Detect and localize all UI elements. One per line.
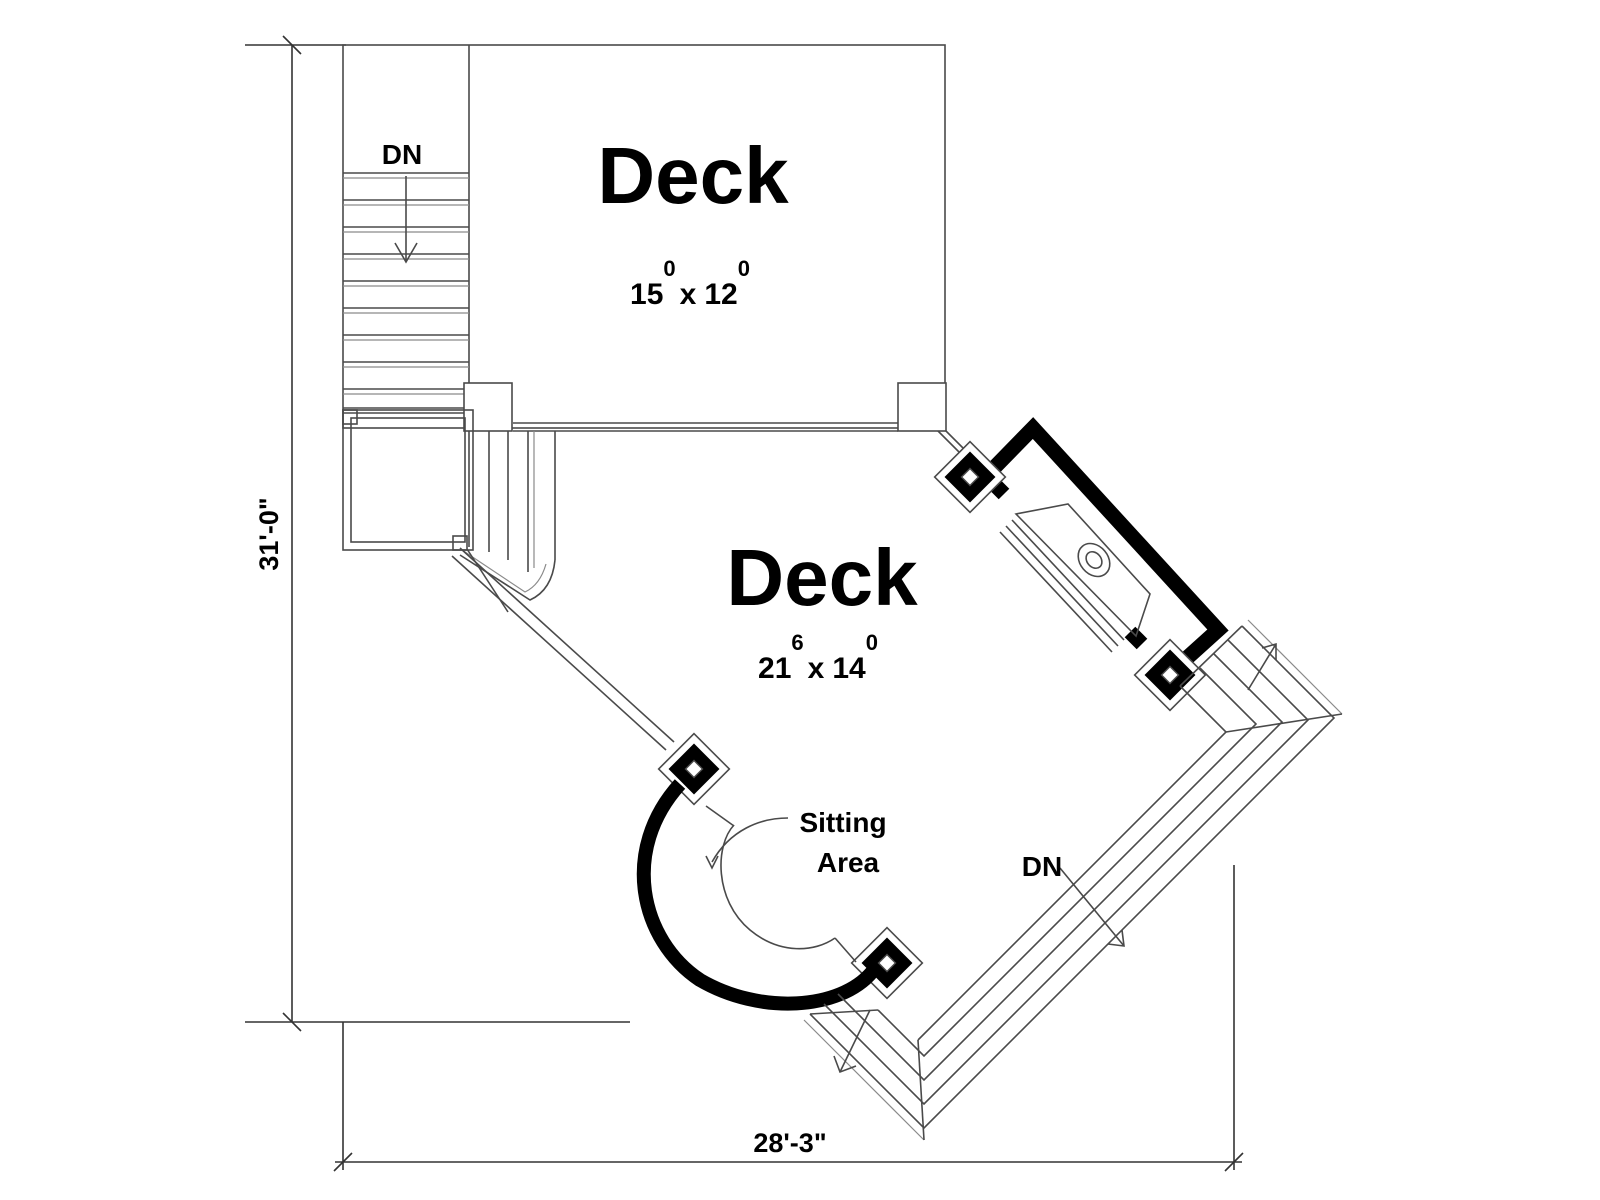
fireplace-wall [984,417,1229,682]
depth-dimension [245,35,630,1032]
diagonal-railing [451,547,675,751]
sitting-area-label-line1: Sitting [799,807,886,838]
sitting-area-swing-arrow [705,817,789,870]
main-deck-separator: x [808,652,825,685]
main-deck-depth-in: 0 [866,630,878,655]
upper-deck-depth-in: 0 [738,256,750,281]
upper-deck [342,44,946,429]
upper-deck-width-ft: 15 [630,278,663,311]
depth-dimension-label: 31'-0" [254,497,284,570]
wrap-stair-down-label: DN [1022,851,1062,882]
pier-fireplace-top [933,440,1007,514]
wrap-stair-arrow-mid [1059,867,1125,947]
main-deck-depth-ft: 14 [832,652,866,685]
main-deck-width-ft: 21 [758,652,791,685]
upper-stair-down-label: DN [382,139,422,170]
upper-deck-separator: x [680,278,697,311]
upper-deck-width-in: 0 [663,256,675,281]
landing [342,409,474,551]
sitting-area-wall [636,779,878,1011]
main-deck-width-in: 6 [791,630,803,655]
wrap-stair-arrow-top [1247,642,1277,691]
winder-stair [459,431,556,613]
width-dimension-label: 28'-3" [753,1128,826,1158]
upper-deck-title: Deck [597,131,789,220]
fireplace-hearth [999,503,1151,653]
width-dimension [333,865,1244,1172]
deck-beam [513,422,898,432]
upper-deck-depth-ft: 12 [704,278,737,311]
wrap-stair-arrow-bottom [833,1009,871,1074]
main-deck-title: Deck [726,533,918,622]
sitting-area-label-line2: Area [817,847,880,878]
wrap-stair [803,619,1343,1141]
upper-stair-down-arrow [394,176,418,264]
sitting-area-bench [705,805,857,963]
pier-sitting-top [657,732,731,806]
post-left [463,382,513,432]
post-right [897,382,947,432]
